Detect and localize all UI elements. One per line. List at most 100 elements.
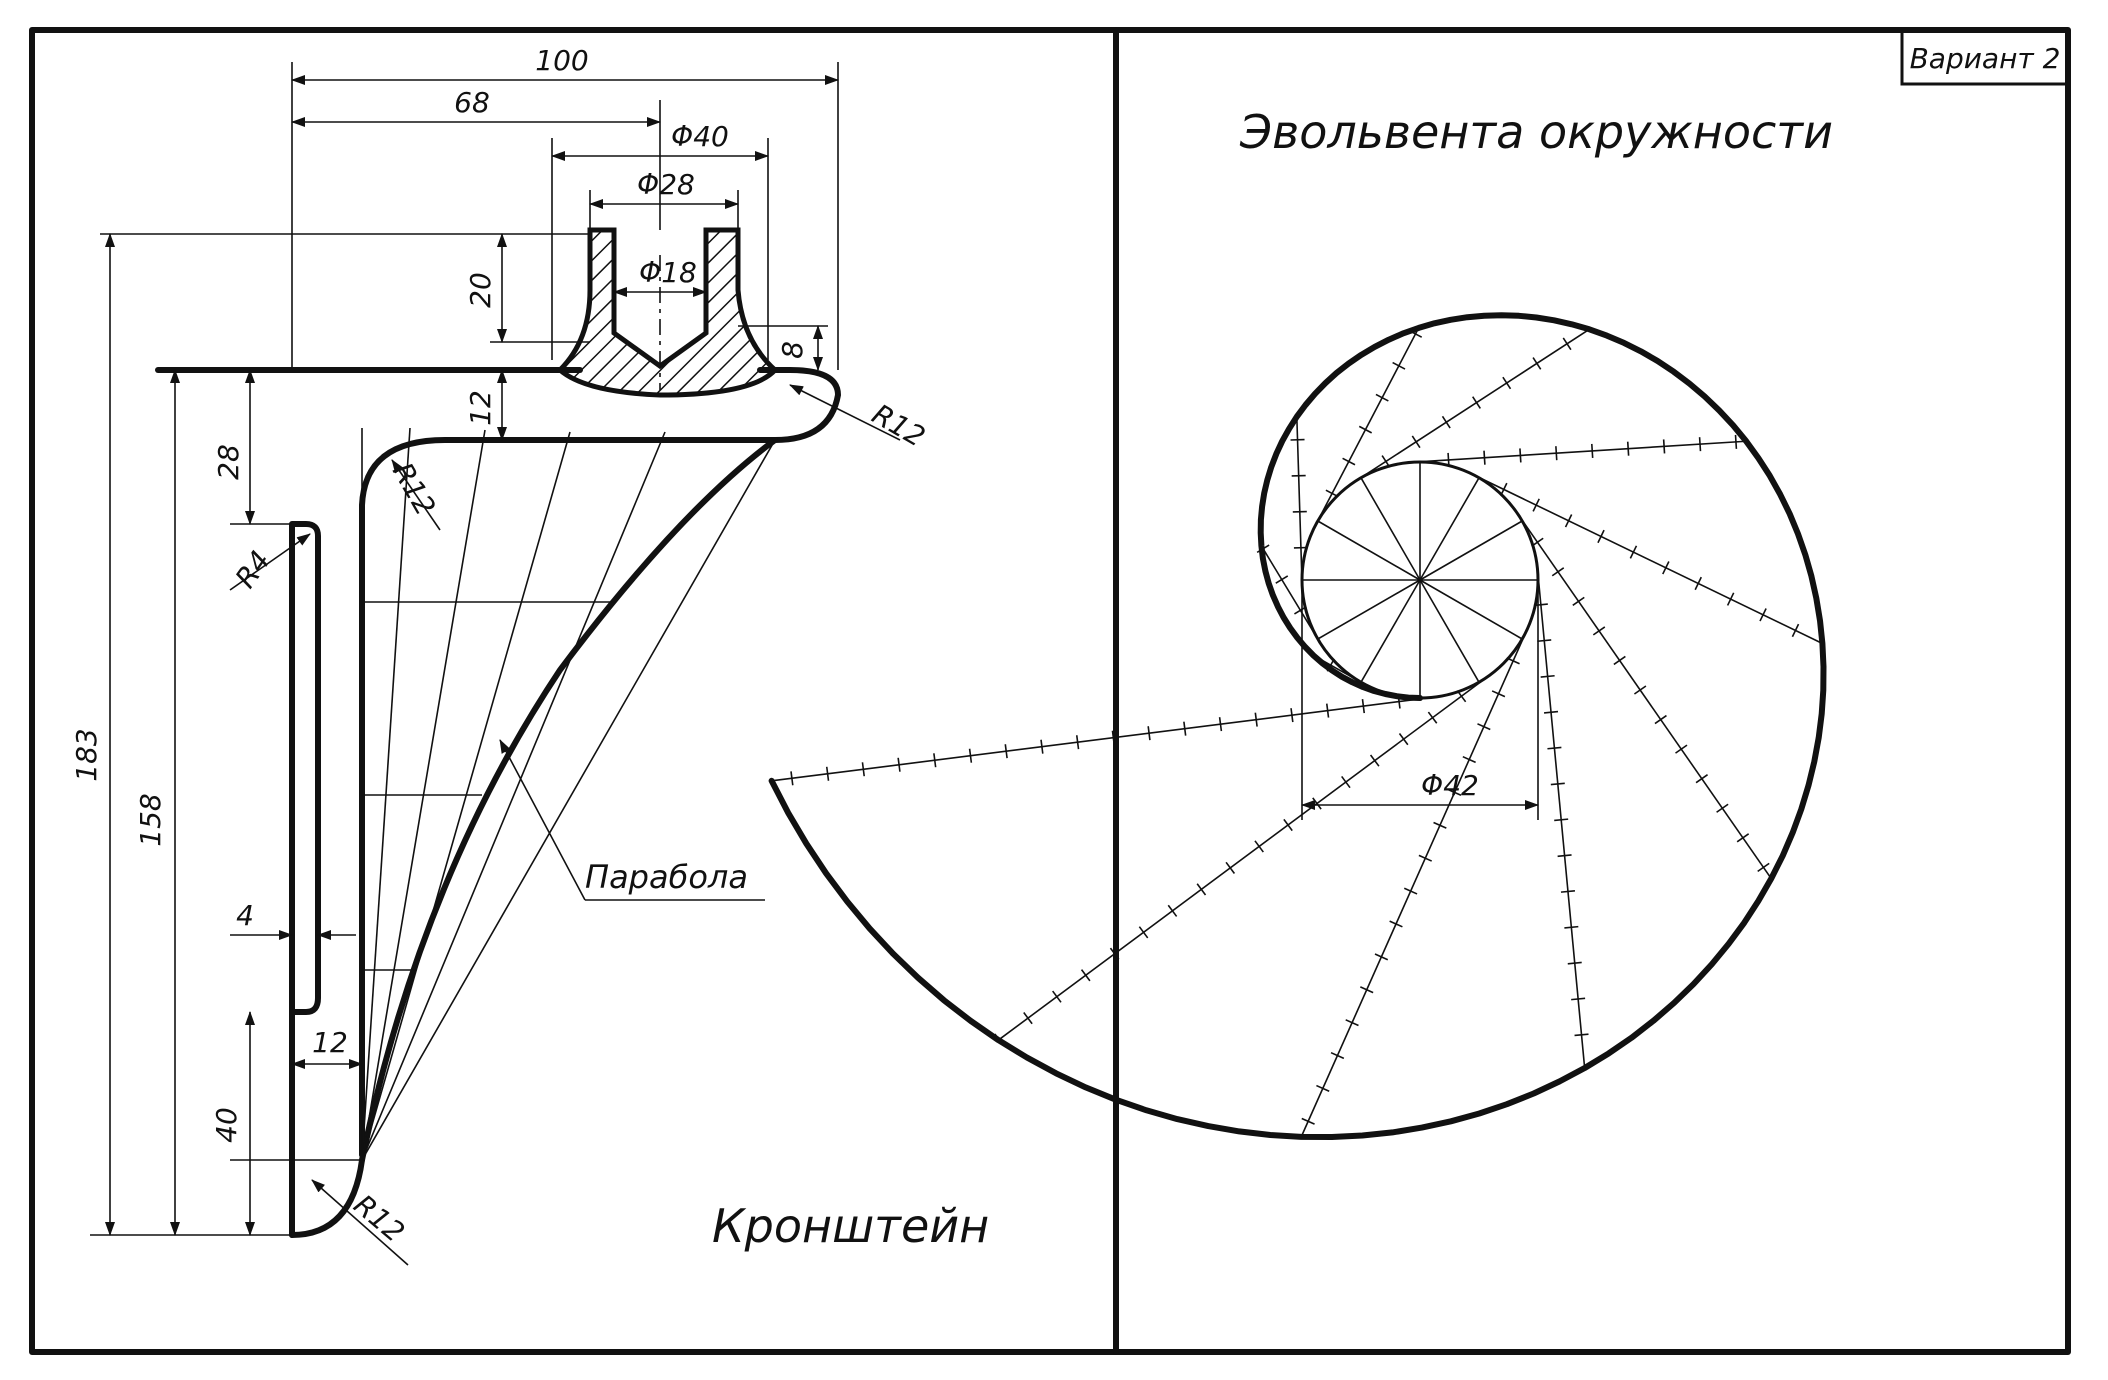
- dim-20: 20: [464, 272, 497, 308]
- tick-mark: [1183, 721, 1187, 736]
- tick-mark: [1456, 690, 1467, 703]
- bracket-drawing: 100 68 Φ40 Φ28 Φ18 20 8: [70, 44, 989, 1266]
- tick-mark: [1301, 1117, 1315, 1125]
- tick-mark: [1254, 712, 1258, 727]
- tangent-line: [997, 674, 1491, 1041]
- tick-mark: [1447, 788, 1462, 797]
- tick-mark: [1358, 425, 1373, 434]
- tick-mark: [1590, 443, 1594, 458]
- tick-mark: [1075, 735, 1080, 750]
- spoke-line: [1360, 579, 1421, 683]
- tick-mark: [1736, 833, 1750, 843]
- sheet-frame: [29, 27, 2071, 1355]
- dim-40: 40: [210, 1107, 243, 1143]
- tick-mark: [1290, 708, 1294, 723]
- spoke-line: [1317, 520, 1421, 581]
- tick-mark: [1694, 576, 1703, 591]
- tick-mark: [1345, 1019, 1359, 1027]
- tick-mark: [1531, 537, 1544, 547]
- variant-box: Вариант 2: [1900, 28, 2070, 86]
- tangent-line: [1260, 545, 1320, 642]
- tick-mark: [1662, 439, 1666, 454]
- tick-mark: [968, 748, 973, 763]
- tick-mark: [1433, 821, 1447, 829]
- dim-r12-inner: R12: [386, 457, 442, 521]
- parabola-callout: Парабола: [499, 739, 765, 901]
- base-circle-spokes: [1302, 462, 1538, 698]
- spoke-line: [1419, 477, 1480, 581]
- dim-12: 12: [464, 390, 497, 426]
- dim-183: 183: [70, 728, 103, 781]
- dim-phi42-group: Φ42: [1301, 580, 1539, 820]
- tick-mark: [1532, 498, 1540, 512]
- involute-drawing: Эвольвента окружности Φ42: [768, 105, 1833, 1140]
- tangent-line: [1296, 416, 1303, 584]
- tick-mark: [1540, 674, 1555, 678]
- tangent-line: [1536, 568, 1586, 1069]
- tangent-line: [771, 696, 1435, 782]
- tick-mark: [1716, 803, 1729, 813]
- tick-mark: [1626, 441, 1630, 456]
- tick-mark: [1757, 862, 1770, 873]
- dim-68: 68: [454, 86, 490, 119]
- tick-mark: [1597, 529, 1605, 544]
- dim-12-low: 12: [312, 1026, 348, 1059]
- tick-mark: [1427, 711, 1438, 724]
- tangent-line: [1355, 328, 1590, 482]
- tick-mark: [1491, 690, 1506, 698]
- spoke-line: [1419, 520, 1523, 581]
- tick-mark: [1654, 714, 1667, 725]
- spoke-line: [1419, 579, 1480, 683]
- tick-mark: [1381, 455, 1391, 468]
- tick-mark: [1023, 1012, 1033, 1025]
- tick-mark: [1555, 446, 1558, 461]
- tick-mark: [933, 753, 937, 768]
- tick-mark: [1572, 596, 1585, 606]
- tick-mark: [1567, 961, 1582, 965]
- tick-mark: [1533, 603, 1548, 607]
- tick-mark: [1004, 744, 1008, 759]
- tick-mark: [1109, 947, 1120, 960]
- dim-4: 4: [236, 899, 254, 932]
- tick-mark: [1472, 396, 1481, 409]
- variant-label: Вариант 2: [1910, 42, 2061, 75]
- tick-mark: [1562, 337, 1572, 351]
- spoke-line: [1360, 477, 1421, 581]
- tangent-line: [1412, 440, 1747, 464]
- tick-mark: [1675, 744, 1688, 754]
- tick-mark: [1547, 746, 1562, 750]
- tick-mark: [1633, 685, 1647, 695]
- tick-mark: [1167, 904, 1178, 917]
- tick-mark: [1560, 890, 1576, 893]
- tick-mark: [790, 771, 794, 786]
- tick-mark: [1138, 926, 1149, 939]
- tick-mark: [1564, 514, 1573, 528]
- tangent-line: [1314, 327, 1420, 526]
- tick-mark: [1506, 657, 1520, 665]
- tick-mark: [861, 762, 866, 777]
- tick-mark: [1283, 818, 1293, 832]
- tangent-line: [1471, 473, 1823, 645]
- tick-mark: [1040, 739, 1044, 754]
- tick-mark: [1550, 782, 1565, 786]
- tick-mark: [1411, 435, 1421, 449]
- tick-mark: [1592, 626, 1606, 636]
- tick-mark: [1537, 639, 1552, 643]
- tick-mark: [1483, 450, 1486, 465]
- spoke-line: [1419, 579, 1523, 640]
- tangent-line: [1516, 512, 1772, 880]
- tick-mark: [1557, 854, 1572, 858]
- tick-mark: [1502, 376, 1512, 390]
- tick-mark: [1532, 357, 1542, 370]
- dim-phi18: Φ18: [639, 256, 697, 289]
- tick-mark: [1275, 575, 1289, 584]
- tick-mark: [1398, 733, 1409, 746]
- tick-mark: [1361, 699, 1366, 714]
- tick-mark: [1447, 452, 1450, 468]
- dim-158: 158: [134, 793, 167, 846]
- parabola-label: Парабола: [585, 858, 748, 896]
- dim-phi42: Φ42: [1421, 769, 1479, 802]
- tick-mark: [1477, 723, 1491, 731]
- tick-mark: [1225, 861, 1236, 875]
